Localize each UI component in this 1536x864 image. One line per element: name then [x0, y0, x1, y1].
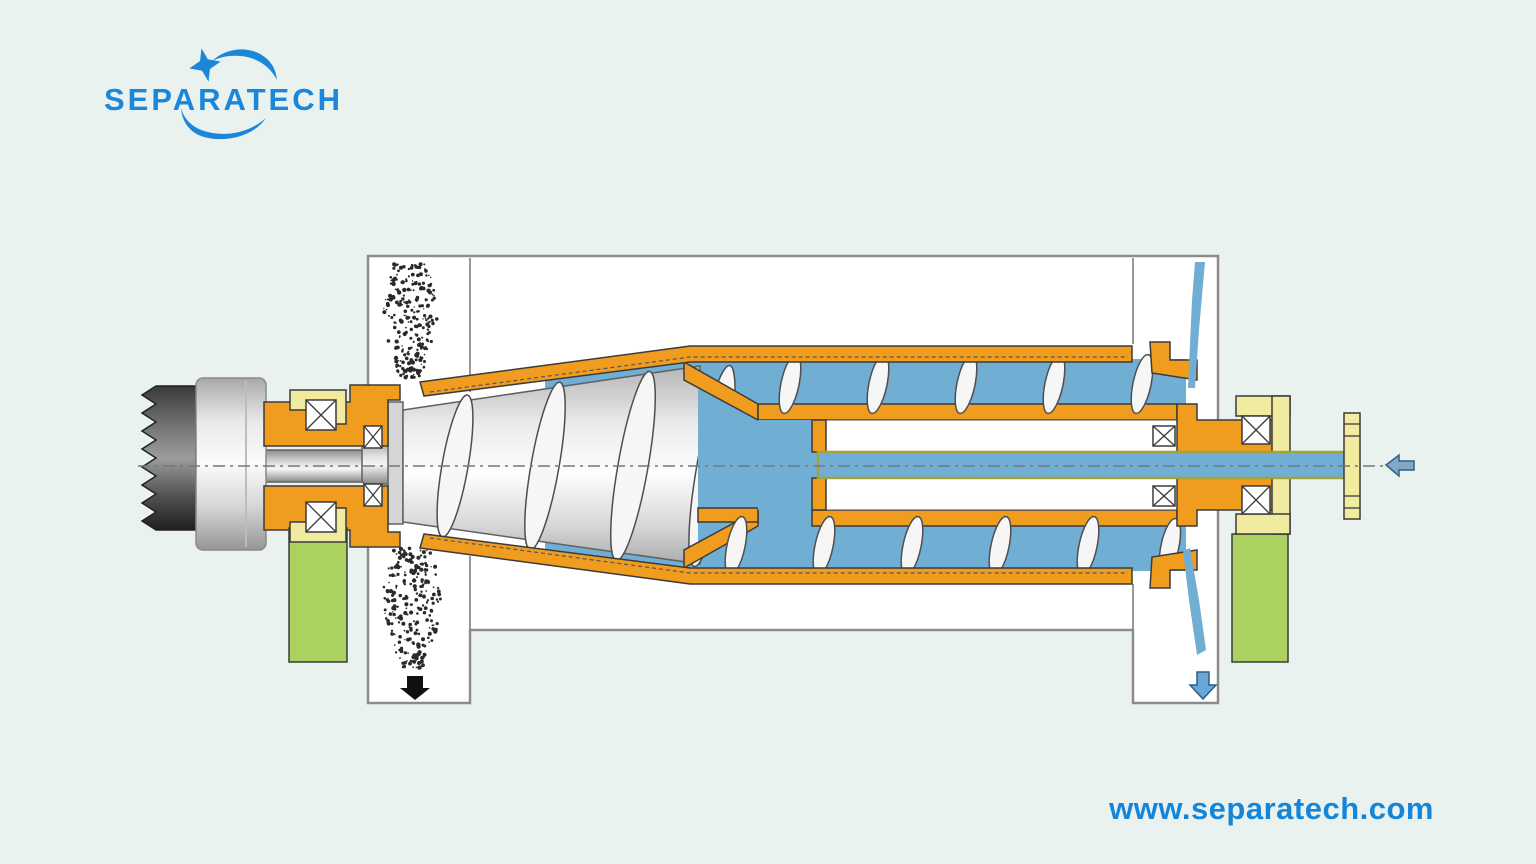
- feed-tube: [816, 450, 1350, 480]
- brand-logo: SEPARATECH: [102, 44, 432, 156]
- bearing-left-bottom: [305, 501, 337, 533]
- outlet-end: [816, 395, 1415, 663]
- feed-inlet-arrow: [1384, 453, 1415, 478]
- logo-star-icon: [189, 48, 221, 82]
- hub-front-wall-top: [811, 419, 827, 453]
- solids-discharge-arrow: [400, 676, 430, 700]
- bearing-outlet-small-top: [1152, 425, 1176, 447]
- solids-speckle-bottom: [382, 546, 442, 670]
- support-block-left: [288, 527, 348, 663]
- liquid-stream-up: [1188, 262, 1205, 388]
- bowl-wall-bottom: [419, 533, 1133, 585]
- bearing-outlet-small-bottom: [1152, 485, 1176, 507]
- bearing-housing-right-bottom: [1235, 513, 1291, 535]
- bearing-hub-top: [363, 425, 383, 449]
- bearing-right-bottom: [1241, 485, 1271, 515]
- bowl-dash-top: [429, 356, 1128, 393]
- logo-lower-swoosh: [181, 108, 266, 140]
- liquid-discharge-arrow: [1188, 671, 1218, 701]
- liquid-stream-down: [1183, 548, 1206, 655]
- hub-wall-bottom-left: [697, 507, 759, 523]
- bowl-wall-top: [419, 345, 1133, 397]
- hub-front-wall-bottom: [811, 477, 827, 511]
- bearing-hub-bottom: [363, 483, 383, 507]
- liquid-discharge: [1183, 262, 1218, 701]
- logo-swoosh-icon: [181, 48, 277, 140]
- bearing-left-top: [305, 399, 337, 431]
- logo-text: SEPARATECH: [104, 82, 343, 117]
- conveyor-front-plate: [387, 401, 404, 525]
- cyl-flight-top: [1130, 353, 1154, 415]
- website-url: www.separatech.com: [1109, 791, 1434, 826]
- bowl-dash-bottom: [429, 537, 1128, 574]
- logo-upper-swoosh: [212, 49, 277, 80]
- solids-speckle-top: [382, 262, 439, 380]
- bowl-shell: [419, 341, 1198, 589]
- gearbox-housing: [195, 377, 267, 551]
- support-block-right: [1231, 533, 1289, 663]
- drive-pulley: [140, 385, 197, 531]
- bearing-right-top: [1241, 415, 1271, 445]
- hub-wall-bottom: [811, 509, 1178, 527]
- bowl-head-top: [1149, 341, 1198, 381]
- drive-end: [140, 377, 401, 663]
